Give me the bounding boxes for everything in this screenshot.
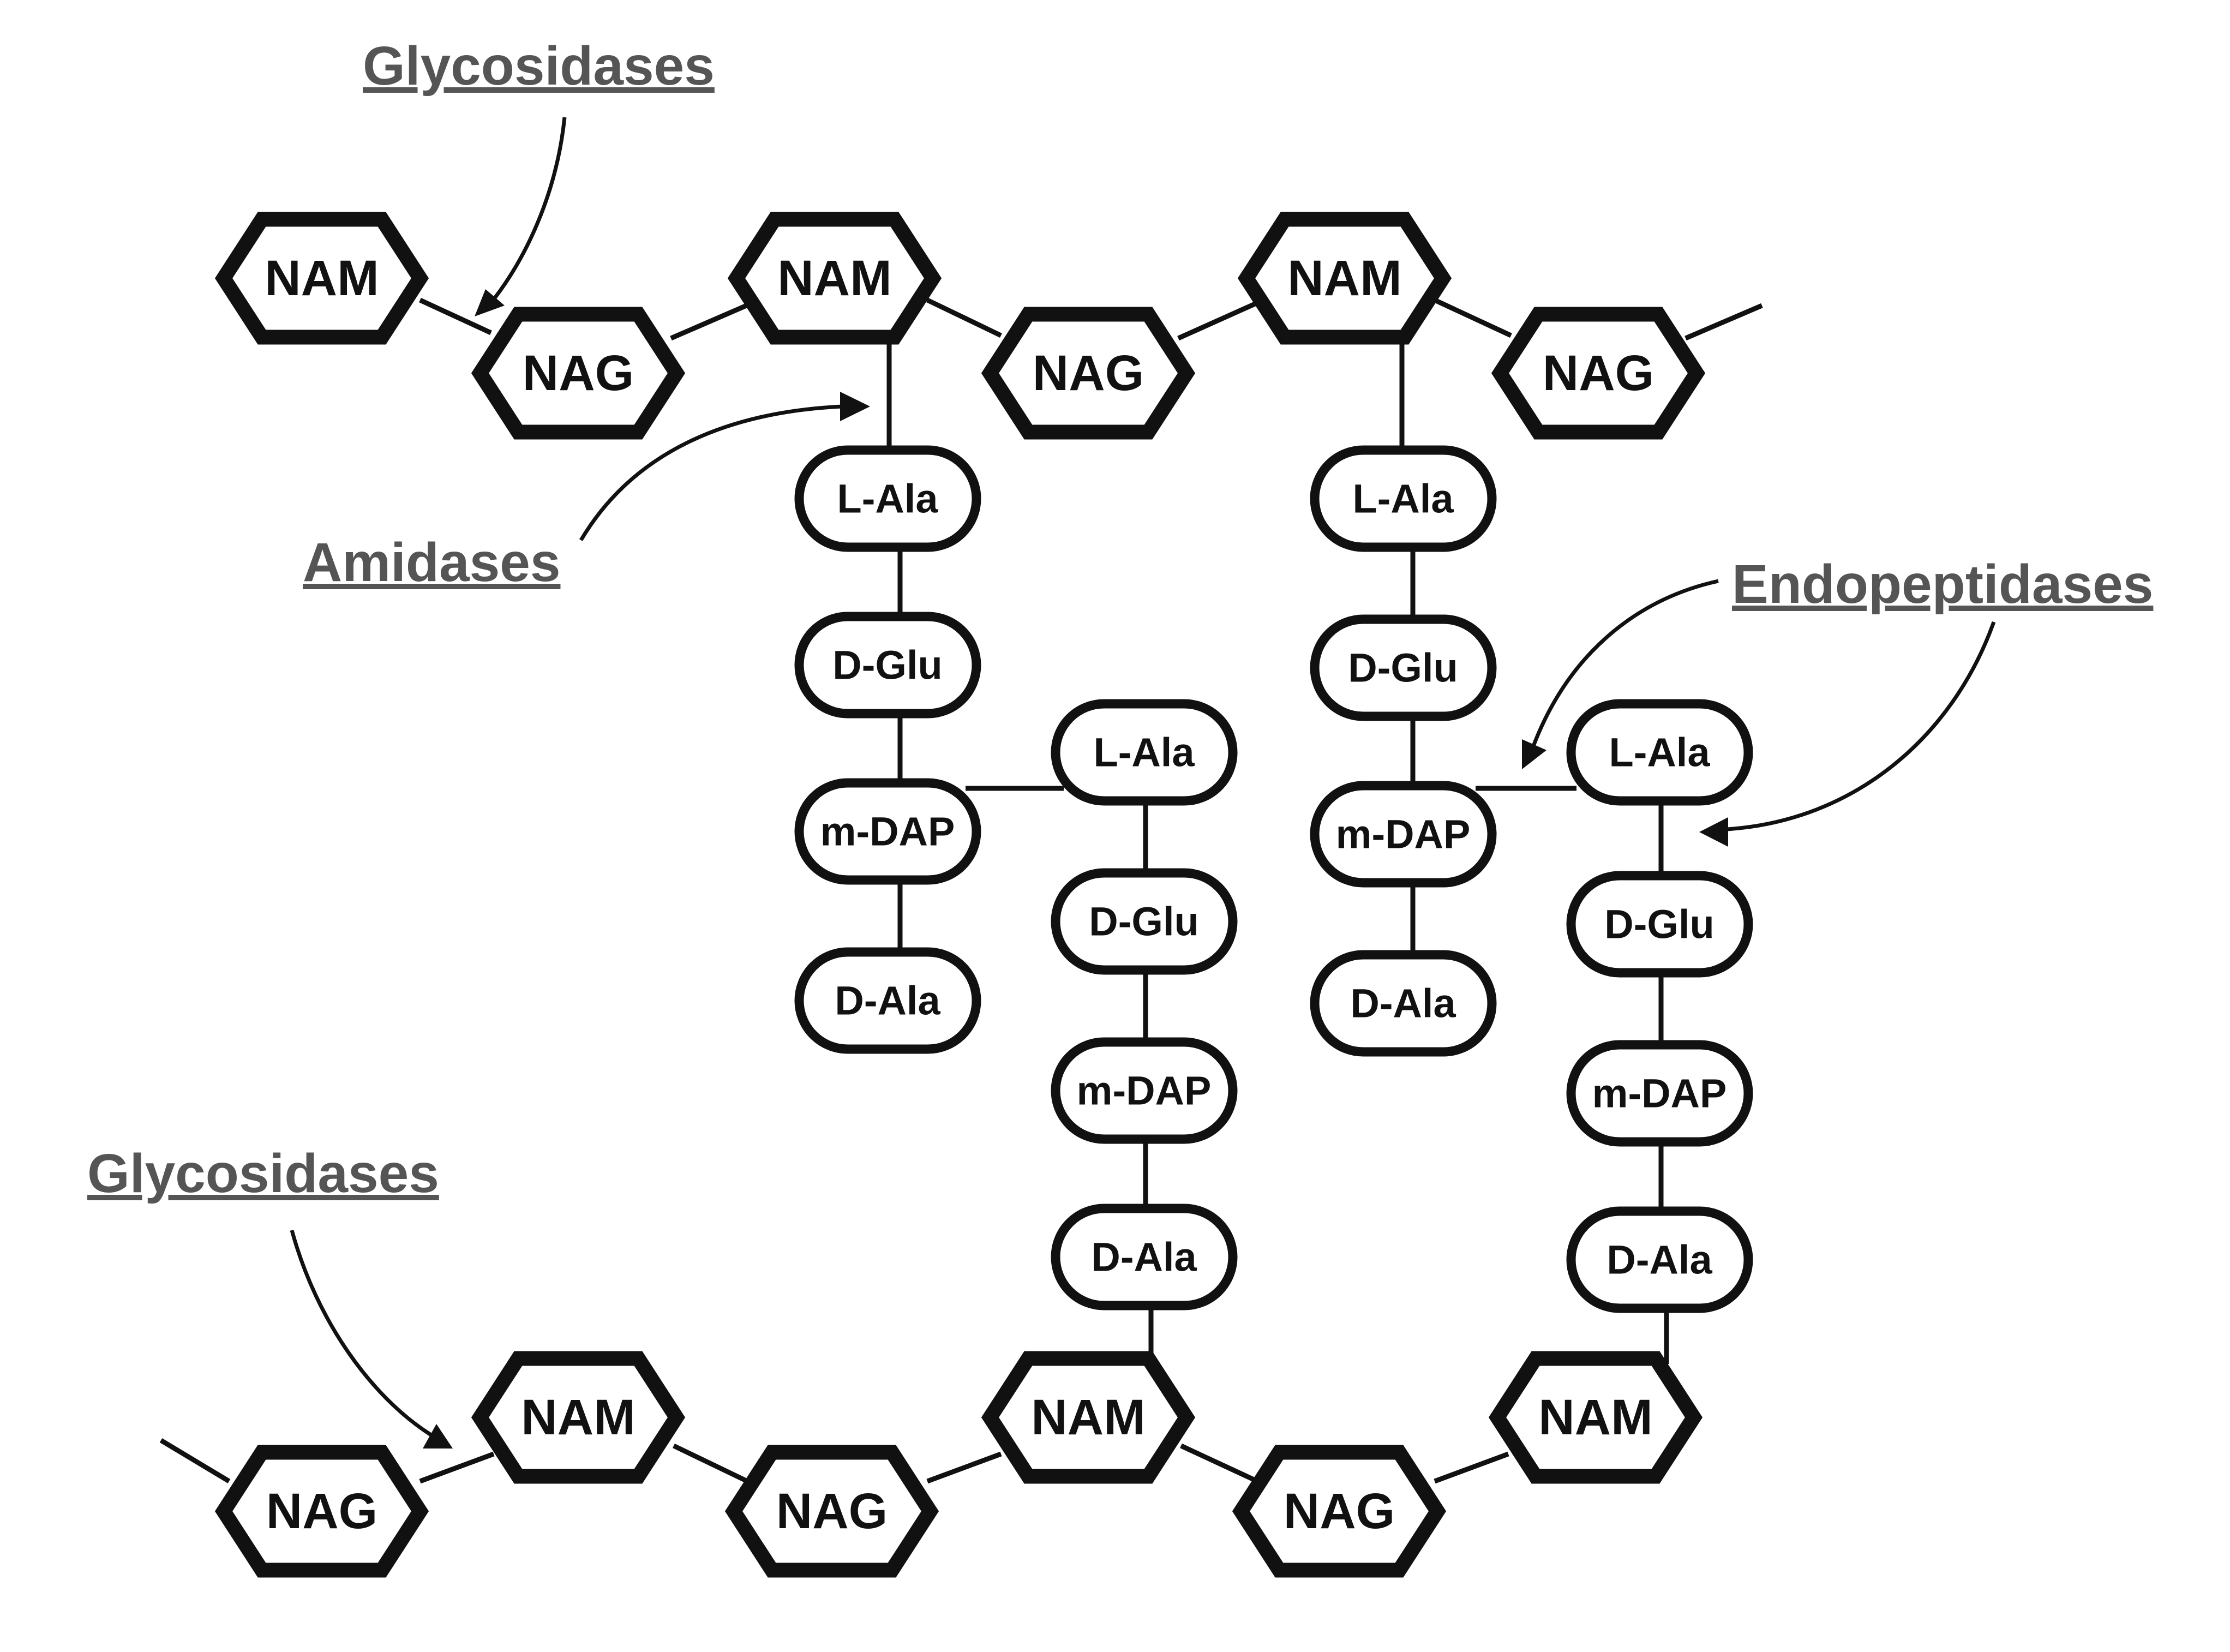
sugar-nag: NAG xyxy=(724,1445,939,1578)
sugar-label: NAM xyxy=(1287,250,1402,306)
sugar-nag: NAG xyxy=(214,1445,429,1578)
amino-acid-d-ala: D-Ala xyxy=(1310,950,1497,1057)
sugar-label: NAG xyxy=(1284,1483,1395,1539)
amino-acid-d-ala: D-Ala xyxy=(1051,1204,1238,1310)
glycosidase-arrow-bottom xyxy=(290,1230,453,1449)
sugar-label: NAM xyxy=(777,250,892,306)
amidases-label: Amidases xyxy=(303,532,560,593)
amino-acid-label: L-Ala xyxy=(837,476,939,522)
amino-acid-m-dap: m-DAP xyxy=(1566,1040,1753,1147)
amino-acid-l-ala: L-Ala xyxy=(794,445,981,552)
amino-acid-label: D-Glu xyxy=(832,643,942,688)
sugar-label: NAM xyxy=(521,1390,636,1445)
peptide-stem-1: L-Ala D-Glu m-DAP D-Ala xyxy=(794,445,981,1054)
sugar-nag: NAG xyxy=(1491,307,1706,440)
endopeptidase-arrow-right xyxy=(1699,621,1996,847)
sugar-label: NAG xyxy=(266,1483,377,1539)
sugar-nag: NAG xyxy=(981,307,1196,440)
sugar-nag: NAG xyxy=(471,307,686,440)
glycan-bond xyxy=(926,1451,1002,1484)
amino-acid-d-glu: D-Glu xyxy=(1051,868,1238,975)
amino-acid-label: D-Glu xyxy=(1604,902,1714,947)
sugar-nam: NAM xyxy=(981,1351,1196,1484)
glycan-bond xyxy=(1177,300,1258,341)
glycan-bond xyxy=(1685,303,1763,341)
endopeptidase-arrow-left xyxy=(1522,579,1719,769)
amino-acid-label: D-Ala xyxy=(1091,1235,1197,1280)
glycan-bond xyxy=(419,297,492,336)
peptide-bridge-1: L-Ala D-Glu m-DAP D-Ala xyxy=(1051,699,1238,1310)
sugar-nam: NAM xyxy=(1237,212,1452,345)
amino-acid-label: D-Glu xyxy=(1089,899,1198,944)
amino-acid-label: D-Glu xyxy=(1348,645,1458,691)
amino-acid-d-ala: D-Ala xyxy=(794,947,981,1054)
enzyme-arrows xyxy=(290,117,1996,1449)
sugar-label: NAM xyxy=(1031,1390,1146,1445)
peptide-bridge-2: L-Ala D-Glu m-DAP D-Ala xyxy=(1566,699,1753,1313)
amino-acid-label: D-Ala xyxy=(1606,1237,1712,1283)
sugar-label: NAG xyxy=(523,345,634,401)
glycan-bond xyxy=(1434,297,1512,338)
amino-acid-l-ala: L-Ala xyxy=(1051,699,1238,806)
amino-acid-label: D-Ala xyxy=(1350,981,1456,1026)
amino-acid-d-glu: D-Glu xyxy=(1310,614,1497,721)
glycan-bond xyxy=(159,1438,231,1483)
amino-acid-label: D-Ala xyxy=(835,978,940,1023)
amino-acid-m-dap: m-DAP xyxy=(794,778,981,885)
sugar-label: NAM xyxy=(265,250,379,306)
amino-acid-label: m-DAP xyxy=(820,809,955,854)
amino-acid-m-dap: m-DAP xyxy=(1051,1037,1238,1144)
glycosidases-label-top: Glycosidases xyxy=(363,35,715,97)
glycan-bond xyxy=(1434,1451,1509,1484)
sugar-nam: NAM xyxy=(1488,1351,1703,1484)
endopeptidases-label: Endopeptidases xyxy=(1732,554,2153,615)
amino-acid-label: m-DAP xyxy=(1336,812,1471,857)
sugar-label: NAG xyxy=(1033,345,1144,401)
sugar-nag: NAG xyxy=(1232,1445,1447,1578)
sugar-label: NAG xyxy=(1543,345,1654,401)
glycan-bond xyxy=(419,1451,495,1484)
glycosidases-label-bottom: Glycosidases xyxy=(87,1143,439,1204)
amino-acid-label: L-Ala xyxy=(1094,730,1195,775)
amino-acid-d-ala: D-Ala xyxy=(1566,1206,1753,1313)
amino-acid-m-dap: m-DAP xyxy=(1310,781,1497,888)
glycan-bond xyxy=(673,1443,748,1484)
enzyme-labels: Glycosidases Amidases Endopeptidases Gly… xyxy=(87,35,2153,1204)
amino-acid-d-glu: D-Glu xyxy=(794,612,981,719)
sugar-nam: NAM xyxy=(471,1351,686,1484)
bonds xyxy=(159,297,1763,1484)
amino-acid-d-glu: D-Glu xyxy=(1566,871,1753,978)
glycan-bond xyxy=(670,300,754,341)
bottom-glycan-strand: NAG NAM NAG NAM NAG NAM xyxy=(214,1351,1703,1578)
amidase-arrow xyxy=(579,392,870,541)
amino-acid-label: L-Ala xyxy=(1353,476,1454,522)
glycan-bond xyxy=(926,297,1002,338)
sugar-label: NAG xyxy=(776,1483,888,1539)
sugar-nam: NAM xyxy=(214,212,429,345)
glycosidase-arrow-top xyxy=(475,117,567,316)
sugar-nam: NAM xyxy=(727,212,942,345)
amino-acid-label: m-DAP xyxy=(1592,1071,1727,1116)
amino-acid-l-ala: L-Ala xyxy=(1566,699,1753,806)
glycan-bond xyxy=(1180,1443,1258,1484)
amino-acid-l-ala: L-Ala xyxy=(1310,445,1497,552)
top-glycan-strand: NAM NAG NAM NAG NAM NAG xyxy=(214,212,1706,440)
peptide-stem-2: L-Ala D-Glu m-DAP D-Ala xyxy=(1310,445,1497,1057)
sugar-label: NAM xyxy=(1538,1390,1653,1445)
amino-acid-label: L-Ala xyxy=(1609,730,1711,775)
amino-acid-label: m-DAP xyxy=(1077,1068,1212,1114)
